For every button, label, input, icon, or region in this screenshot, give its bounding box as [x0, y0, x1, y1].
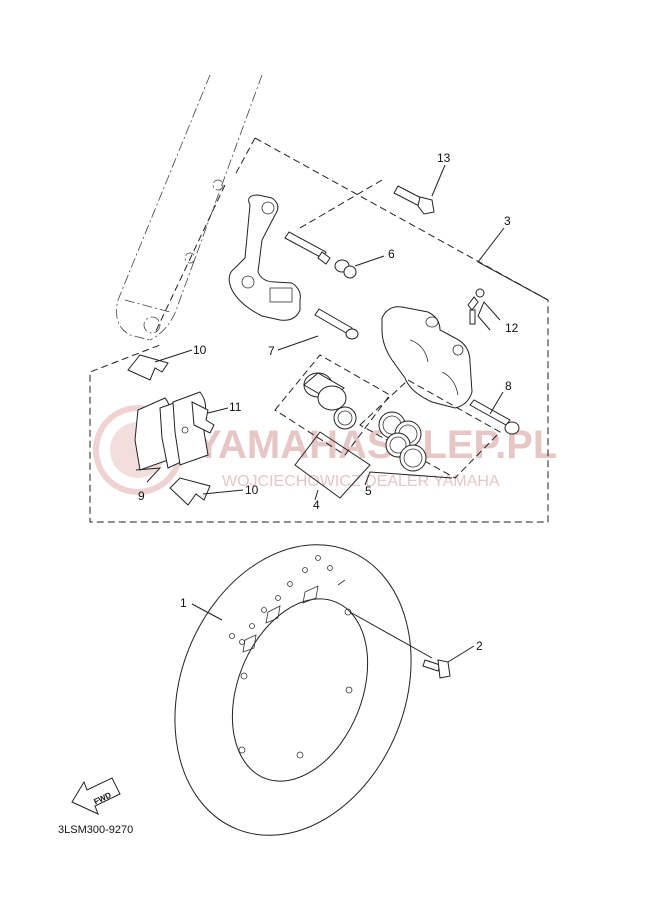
part-label-10-lower: 10: [245, 483, 259, 497]
brake-pads: [134, 391, 209, 471]
part-label-11: 11: [229, 400, 242, 414]
disc-bolt: [422, 659, 451, 679]
part-label-1: 1: [180, 596, 187, 610]
diagram-code: 3LSM300-9270: [58, 824, 133, 836]
pin-boot: [334, 259, 357, 279]
forward-direction-arrow: FWD: [71, 777, 121, 815]
brake-disc: [174, 544, 412, 836]
bracket-bolt: [393, 185, 435, 215]
part-label-7: 7: [268, 344, 275, 358]
watermark-title: YAMAHASKLEP.PL: [195, 423, 557, 467]
part-label-12: 12: [505, 321, 519, 335]
part-label-4: 4: [313, 498, 320, 512]
part-label-8: 8: [505, 379, 512, 393]
slide-pin-upper: [284, 231, 331, 265]
part-number-labels: 1 2 3 4 5 6 7 8 9 10 10 11 12 13: [138, 151, 519, 653]
bleed-screw: [467, 288, 485, 325]
piston-set: [274, 354, 391, 456]
slide-pin-lower: [314, 308, 359, 340]
pad-spring-upper: [127, 354, 169, 381]
front-fork-outline: [116, 74, 263, 341]
part-label-13: 13: [437, 151, 451, 165]
leader-lines: [135, 164, 549, 663]
watermark-subtitle: WOJCIECHOWICZ DEALER YAMAHA: [222, 473, 500, 490]
part-label-6: 6: [388, 247, 395, 261]
part-label-9: 9: [138, 489, 145, 503]
part-label-10-upper: 10: [193, 343, 207, 357]
caliper-body: [381, 306, 473, 409]
part-label-2: 2: [476, 639, 483, 653]
caliper-mounting-bolt: [469, 399, 520, 435]
part-label-3: 3: [504, 214, 511, 228]
pad-spring-lower: [169, 477, 211, 506]
caliper-seal-kit: [359, 379, 501, 479]
pad-clip: [191, 401, 215, 434]
caliper-bracket: [228, 194, 301, 321]
part-label-5: 5: [365, 484, 372, 498]
